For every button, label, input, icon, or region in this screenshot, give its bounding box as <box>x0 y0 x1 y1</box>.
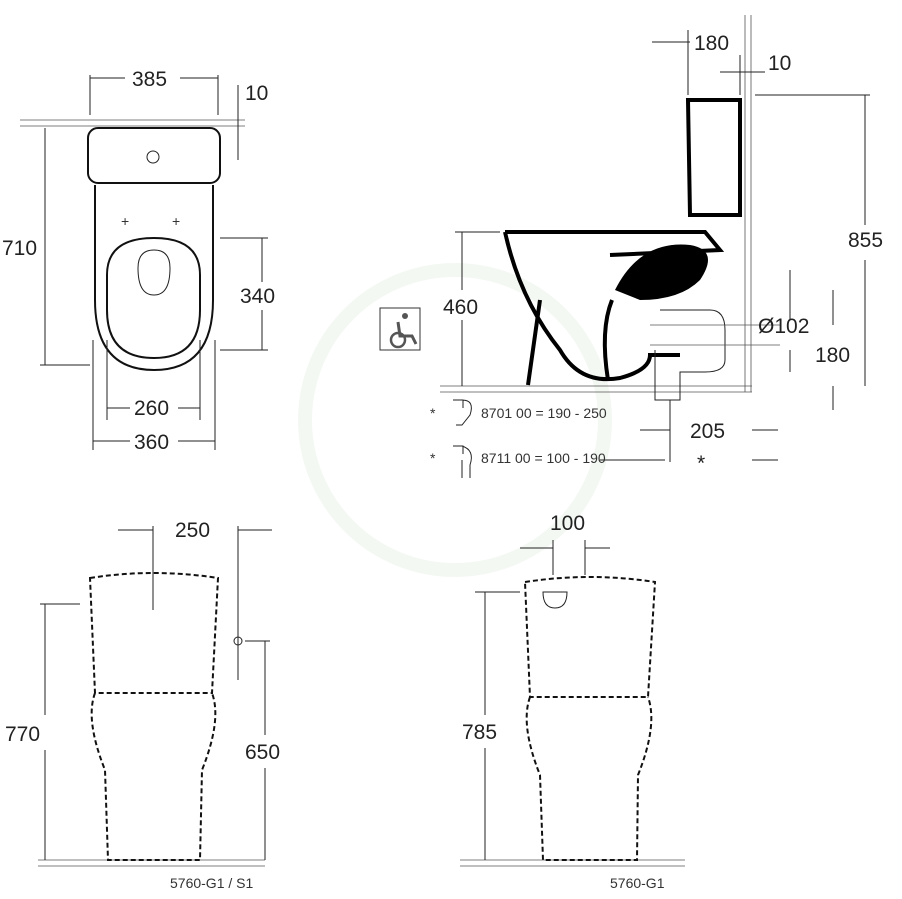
front-view-s1: 250 770 650 5760-G1 / S1 <box>5 519 280 891</box>
svg-text:+: + <box>121 213 129 229</box>
dim-seat-length: 340 <box>240 285 275 308</box>
watermark-logo <box>298 263 612 577</box>
dim-outlet-distance: 205 <box>690 420 725 443</box>
note-8711: * 8711 00 = 100 - 190 <box>430 445 606 478</box>
dim-seat-height: 460 <box>443 296 478 319</box>
dim-total-height: 770 <box>5 723 40 746</box>
dim-outlet-diameter: Ø102 <box>758 315 809 338</box>
dim-outlet-height: 180 <box>815 344 850 367</box>
model-label-s1: 5760-G1 / S1 <box>170 875 253 891</box>
model-label-g1: 5760-G1 <box>610 875 665 891</box>
dim-total-height-g1: 785 <box>462 721 497 744</box>
svg-text:*: * <box>430 450 436 466</box>
side-view: 180 10 855 460 Ø102 180 205 * * 8701 00 … <box>379 15 883 478</box>
dim-length: 710 <box>2 237 37 260</box>
dim-width-top: 385 <box>132 68 167 91</box>
dim-height-total: 855 <box>848 229 883 252</box>
svg-text:*: * <box>430 405 436 421</box>
dim-tank-depth: 180 <box>694 32 729 55</box>
svg-text:8701 00 = 190 - 250: 8701 00 = 190 - 250 <box>481 405 607 421</box>
dim-inlet-height: 650 <box>245 741 280 764</box>
note-8701: * 8701 00 = 190 - 250 <box>430 399 607 426</box>
dim-inlet-offset: 250 <box>175 519 210 542</box>
dim-inlet-offset-g1: 100 <box>550 512 585 535</box>
dim-offset: 10 <box>245 82 268 105</box>
asterisk: * <box>697 452 705 475</box>
dim-seat-width: 260 <box>134 397 169 420</box>
wheelchair-icon <box>379 307 421 351</box>
svg-text:8711 00 = 100 - 190: 8711 00 = 100 - 190 <box>481 450 606 466</box>
svg-text:+: + <box>172 213 180 229</box>
dim-wall-gap: 10 <box>768 52 791 75</box>
dim-width: 360 <box>134 431 169 454</box>
top-view: + + 385 10 710 340 260 360 <box>2 68 275 454</box>
front-view-g1: 100 785 5760-G1 <box>460 512 685 891</box>
